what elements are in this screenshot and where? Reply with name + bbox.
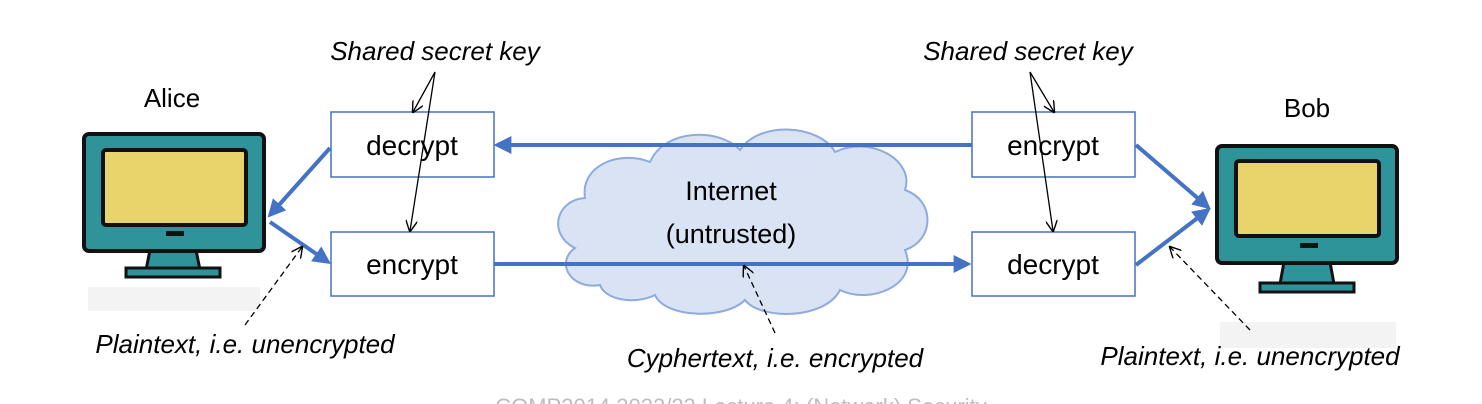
annotation-arrows [244,247,1251,334]
ciphertext-label: Cyphertext, i.e. encrypted [627,343,925,373]
box-left-decrypt: decrypt [330,111,495,178]
left-plaintext-label: Plaintext, i.e. unencrypted [95,329,396,359]
bob-computer-icon [1215,144,1399,348]
internet-cloud: Internet (untrusted) [557,128,929,315]
box-left-decrypt-label: decrypt [366,130,458,161]
arrow-right-decrypt-to-bob [1134,207,1211,267]
box-right-encrypt: encrypt [971,111,1136,178]
box-right-decrypt-label: decrypt [1007,249,1099,280]
box-right-encrypt-label: encrypt [1007,130,1099,161]
cloud-subtitle: (untrusted) [666,219,797,249]
slide-footer: COMP2014 2022/23 Lecture 4: (Network) Se… [495,394,987,404]
cloud-title: Internet [685,176,777,206]
arrow-alice-to-left-encrypt [268,220,331,265]
left-key-label: Shared secret key [330,36,542,66]
box-right-decrypt: decrypt [971,231,1136,297]
alice-computer-icon [82,132,266,311]
right-plaintext-label: Plaintext, i.e. unencrypted [1100,341,1401,371]
key-pointer-arrows [410,71,1054,231]
box-left-encrypt-label: encrypt [366,249,458,280]
arrow-right-encrypt-to-bob [1134,143,1211,210]
box-left-encrypt: encrypt [330,231,495,297]
arrow-left-decrypt-to-alice [267,146,332,218]
alice-label: Alice [144,83,200,113]
bob-label: Bob [1284,93,1330,123]
flow-arrows [267,136,1211,273]
right-key-label: Shared secret key [923,36,1135,66]
